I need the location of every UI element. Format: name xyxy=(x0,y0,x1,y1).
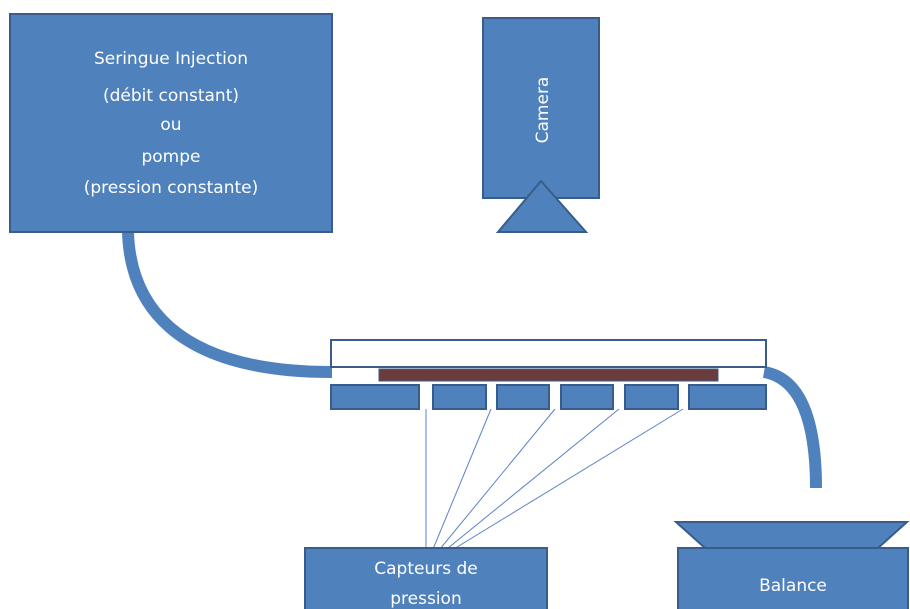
syringe-label-line-2: (débit constant) xyxy=(103,86,239,106)
balance: Balance xyxy=(673,521,910,609)
sensor-wires xyxy=(425,408,684,567)
balance-label: Balance xyxy=(759,576,827,596)
sensor-segment-6 xyxy=(688,384,767,410)
sensor-wire-3 xyxy=(425,408,556,567)
syringe-pump-box: Seringue Injection (débit constant) ou p… xyxy=(9,13,333,233)
syringe-label-line-4: pompe xyxy=(141,147,200,167)
sensor-segment-1 xyxy=(330,384,420,410)
outlet-tube xyxy=(762,366,822,489)
sensor-wire-5 xyxy=(425,408,684,567)
sensors-label-line-1: Capteurs de xyxy=(374,559,477,579)
sensor-segment-3 xyxy=(496,384,550,410)
camera-body xyxy=(482,17,600,199)
inlet-tube xyxy=(122,231,333,378)
sensor-wire-2 xyxy=(425,408,492,567)
sensor-wire-4 xyxy=(425,408,620,567)
cover-plate xyxy=(330,339,767,368)
balance-body xyxy=(677,547,909,609)
sensor-segment-5 xyxy=(624,384,679,410)
flow-cell xyxy=(330,339,767,410)
camera-lens-icon xyxy=(495,179,589,233)
syringe-label-line-1: Seringue Injection xyxy=(94,49,248,69)
sensor-segment-4 xyxy=(560,384,614,410)
sample-layer xyxy=(378,368,719,382)
syringe-label-line-5: (pression constante) xyxy=(84,178,259,198)
camera-label: Camera xyxy=(533,77,553,144)
pressure-sensors-box: Capteurs de pression xyxy=(304,547,548,609)
balance-pan-icon xyxy=(673,521,910,549)
camera: Camera xyxy=(482,17,600,233)
sensors-label-line-2: pression xyxy=(390,589,461,609)
syringe-label-line-3: ou xyxy=(160,115,181,135)
sensor-segment-2 xyxy=(432,384,487,410)
